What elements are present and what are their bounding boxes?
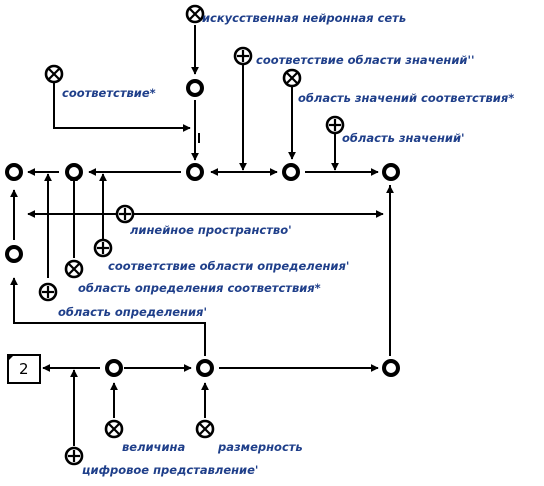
label-quantity: величина bbox=[122, 440, 185, 454]
label-range: область значений' bbox=[342, 131, 465, 145]
symbol-ann bbox=[185, 4, 205, 24]
node-u bbox=[105, 359, 123, 377]
symbol-domain-corr bbox=[64, 259, 84, 279]
symbol-quantity bbox=[104, 419, 124, 439]
arc-v-to-r2 bbox=[10, 277, 206, 356]
symbol-digital bbox=[64, 446, 84, 466]
box-node-label: 2 bbox=[19, 360, 29, 378]
symbol-corr-range2 bbox=[233, 46, 253, 66]
box-node: 2 bbox=[7, 354, 41, 384]
arc-corr-to-q bbox=[53, 82, 191, 132]
box-node-frame bbox=[7, 354, 41, 384]
node-n0 bbox=[186, 79, 204, 97]
label-dimension: размерность bbox=[217, 440, 303, 454]
symbol-domain bbox=[38, 282, 58, 302]
symbol-dimension bbox=[195, 419, 215, 439]
symbol-range bbox=[325, 115, 345, 135]
symbol-corr bbox=[44, 64, 64, 84]
box-node-corner bbox=[8, 355, 14, 361]
node-s bbox=[282, 163, 300, 181]
symbol-corr-domain bbox=[93, 238, 113, 258]
label-corr-domain: соответствие области определения' bbox=[108, 259, 349, 273]
label-domain: область определения' bbox=[58, 305, 207, 319]
edges bbox=[10, 25, 394, 446]
symbol-linear-space bbox=[115, 204, 135, 224]
node-t bbox=[382, 163, 400, 181]
symbol-range-corr bbox=[282, 68, 302, 88]
label-linear-space: линейное пространство' bbox=[130, 223, 292, 237]
node-r2 bbox=[5, 245, 23, 263]
node-p bbox=[5, 163, 23, 181]
label-range-corr: область значений соответствия* bbox=[298, 91, 514, 105]
labels: искусственная нейронная сеть соответстви… bbox=[58, 11, 514, 477]
node-r bbox=[65, 163, 83, 181]
node-w bbox=[382, 359, 400, 377]
node-q bbox=[186, 163, 204, 181]
nodes bbox=[5, 79, 400, 377]
label-corr-range2: соответствие области значений'' bbox=[256, 53, 475, 67]
label-ann: искусственная нейронная сеть bbox=[202, 11, 406, 25]
label-corr: соответствие* bbox=[62, 86, 156, 100]
label-digital: цифровое представление' bbox=[82, 463, 258, 477]
node-v bbox=[196, 359, 214, 377]
label-domain-corr: область определения соответствия* bbox=[78, 281, 321, 295]
